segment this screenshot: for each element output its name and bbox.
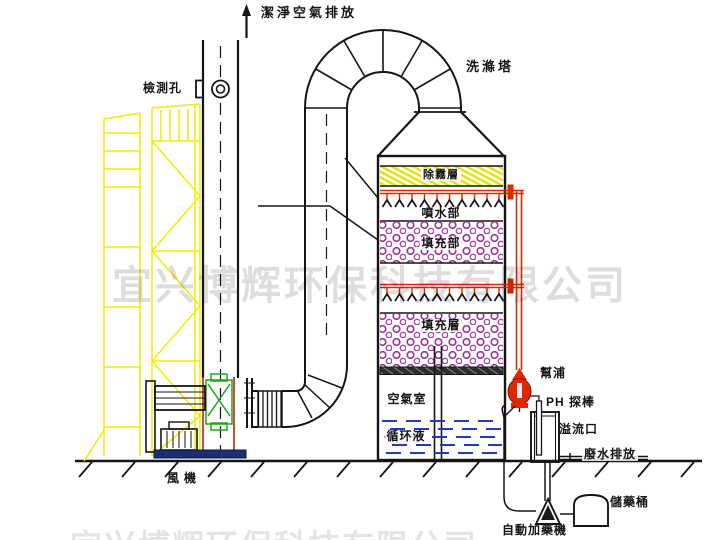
packing-lower-label: 填充層 bbox=[419, 318, 463, 333]
fan-inlet-elbow bbox=[244, 364, 348, 428]
overflow-port-label: 溢流口 bbox=[559, 422, 599, 436]
u-bend-duct bbox=[304, 29, 462, 383]
pump-graphic bbox=[504, 368, 532, 417]
demister-layer-label: 除霧層 bbox=[421, 169, 461, 182]
auto-dosing-machine-label: 自動加藥機 bbox=[502, 523, 568, 537]
scrubber-tower-label: 洗滌塔 bbox=[466, 59, 515, 74]
dosing-system bbox=[501, 404, 609, 527]
fan-base bbox=[153, 449, 247, 459]
annotation-leader bbox=[258, 157, 379, 241]
scrubber-tower-body bbox=[376, 111, 507, 462]
exhaust-stack bbox=[195, 40, 240, 452]
sump-liquid bbox=[382, 420, 502, 454]
circulating-liquid-label: 循环液 bbox=[384, 429, 428, 444]
chemical-tank-symbol bbox=[573, 494, 609, 527]
clean-air-outlet-label: 潔淨空氣排放 bbox=[261, 5, 358, 20]
packing-upper-label: 填充部 bbox=[419, 236, 463, 251]
chemical-tank-label: 儲藥桶 bbox=[610, 495, 650, 509]
wastewater-discharge-label: 廢水排放 bbox=[582, 447, 639, 462]
pump-label: 幫浦 bbox=[540, 366, 567, 380]
inspection-port-label: 檢測孔 bbox=[143, 81, 183, 95]
recirculation-pipe bbox=[380, 184, 524, 370]
fan-housing bbox=[205, 373, 233, 431]
ladder-cage-structure bbox=[83, 103, 202, 462]
fan-assembly bbox=[145, 373, 247, 459]
spray-section-label: 噴水部 bbox=[421, 206, 461, 220]
inspection-port-symbol bbox=[195, 79, 230, 99]
air-chamber-label: 空氣室 bbox=[387, 392, 427, 406]
ph-probe-label: PH 探棒 bbox=[546, 395, 596, 409]
fan-label: 風機 bbox=[167, 471, 202, 485]
clean-air-arrow-icon bbox=[242, 4, 251, 38]
